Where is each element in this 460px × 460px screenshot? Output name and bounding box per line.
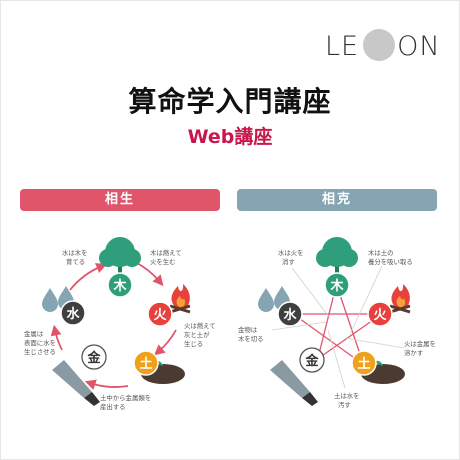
fire-icon bbox=[169, 284, 191, 314]
metal-element-circle bbox=[299, 347, 325, 373]
tree-icon bbox=[316, 237, 358, 276]
logo-ss-mark bbox=[361, 29, 396, 63]
water-element-label: 水 bbox=[66, 306, 80, 322]
star-line-earth-water bbox=[293, 314, 361, 363]
page-subtitle: Web講座 bbox=[187, 126, 273, 148]
earth-element-circle bbox=[133, 350, 159, 376]
earth-element-label: 土 bbox=[139, 356, 152, 372]
wood-element-label: 木 bbox=[112, 278, 127, 294]
fire-element-circle bbox=[147, 301, 173, 327]
note-metal-water: 金属は 表面に水を 生じさせる bbox=[24, 329, 58, 356]
wood-element-circle bbox=[107, 272, 133, 298]
logo-circle bbox=[363, 29, 396, 61]
logo-text-left: LE bbox=[325, 30, 360, 62]
sousei-banner: 相生 bbox=[20, 189, 220, 211]
star-line-fire-metal bbox=[313, 317, 377, 362]
water-element-circle bbox=[60, 300, 86, 326]
metal-element-circle bbox=[81, 344, 107, 370]
sousei-diagram: 木 火 土 金 水 水は木 bbox=[24, 237, 218, 411]
fire-element-circle bbox=[367, 301, 393, 327]
pointer-water-fire bbox=[291, 267, 331, 319]
metal-element-label: 金 bbox=[86, 350, 101, 366]
note-metal-wood: 金物は 木を切る bbox=[238, 325, 264, 343]
cycle-arc-metal-water bbox=[50, 324, 63, 351]
pointer-metal-wood bbox=[271, 321, 327, 331]
pointer-fire-metal bbox=[344, 337, 405, 349]
lesson-logo: LE ON bbox=[325, 26, 441, 66]
note-water-wood: 水は木を 育てる bbox=[62, 248, 90, 266]
star-line-wood-earth bbox=[336, 285, 365, 364]
pointer-wood-earth bbox=[349, 265, 383, 335]
fire-element-label: 火 bbox=[153, 308, 167, 323]
sokoku-diagram: 木 火 土 金 水 水は火 bbox=[238, 237, 438, 409]
sokoku-banner: 相克 bbox=[237, 189, 437, 211]
star-line-metal-wood bbox=[317, 286, 338, 359]
knife-icon bbox=[270, 360, 318, 406]
earth-element-label: 土 bbox=[357, 356, 370, 372]
fire-icon bbox=[389, 284, 411, 314]
metal-element-label: 金 bbox=[304, 353, 319, 369]
note-wood-fire: 木は燃えて 火を生む bbox=[150, 248, 184, 266]
fire-element-label: 火 bbox=[373, 308, 387, 323]
cycle-arc-earth-metal bbox=[84, 379, 129, 390]
water-element-circle bbox=[277, 301, 303, 327]
note-wood-earth: 木は土の 養分を吸い取る bbox=[368, 248, 413, 266]
note-fire-metal: 火は金属を 溶かす bbox=[404, 339, 438, 357]
tree-icon bbox=[99, 237, 141, 276]
earth-element-circle bbox=[351, 350, 377, 376]
knife-icon bbox=[52, 360, 100, 406]
note-earth-metal: 土中から金属類を 産出する bbox=[100, 393, 153, 411]
water-element-label: 水 bbox=[283, 307, 297, 323]
wood-element-label: 木 bbox=[329, 278, 344, 294]
page-title: 算命学入門講座 bbox=[128, 85, 332, 118]
cycle-arc-water-wood bbox=[69, 263, 107, 291]
note-water-fire: 水は火を 消す bbox=[278, 248, 306, 266]
pointer-earth-water bbox=[327, 329, 346, 389]
note-earth-water: 土は水を 汚す bbox=[334, 391, 362, 409]
cycle-arc-fire-earth bbox=[153, 329, 177, 356]
logo-text-right: ON bbox=[397, 30, 441, 62]
wood-element-circle bbox=[324, 272, 350, 298]
note-fire-earth: 火は燃えて 灰と土が 生じる bbox=[184, 321, 218, 348]
